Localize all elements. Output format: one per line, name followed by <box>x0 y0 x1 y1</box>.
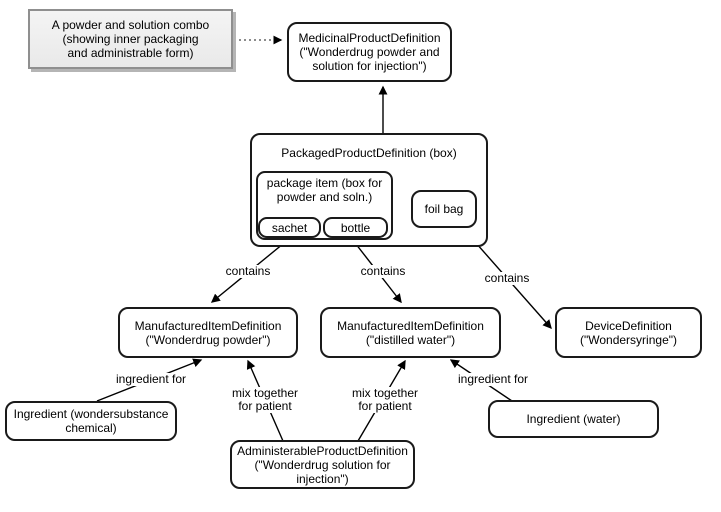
edge-label-mix-together-right: mix together for patient <box>349 386 421 413</box>
node-label: PackagedProductDefinition (box) <box>281 146 457 160</box>
node-device-definition: DeviceDefinition ("Wondersyringe") <box>555 307 702 358</box>
node-label: package item (box for powder and soln.) <box>266 176 383 204</box>
node-foil-bag: foil bag <box>411 190 477 228</box>
node-manufactured-item-powder: ManufacturedItemDefinition ("Wonderdrug … <box>118 307 298 358</box>
edge-label-ingredient-for-right: ingredient for <box>455 372 531 386</box>
node-administerable-product: AdministerableProductDefinition ("Wonder… <box>230 440 415 489</box>
edge-label-contains-bottle: contains <box>358 264 408 278</box>
edge-label-ingredient-for-left: ingredient for <box>113 372 189 386</box>
node-medicinal-product-definition: MedicinalProductDefinition ("Wonderdrug … <box>287 22 452 82</box>
node-sachet: sachet <box>258 217 321 238</box>
note-box: A powder and solution combo (showing inn… <box>28 9 233 69</box>
node-ingredient-chemical: Ingredient (wondersubstance chemical) <box>5 401 177 441</box>
node-label: ManufacturedItemDefinition ("distilled w… <box>337 318 484 347</box>
edge-label-contains-foil-bag: contains <box>482 271 532 285</box>
node-label: Ingredient (wondersubstance chemical) <box>13 407 169 435</box>
node-manufactured-item-water: ManufacturedItemDefinition ("distilled w… <box>320 307 501 358</box>
node-label: AdministerableProductDefinition ("Wonder… <box>237 443 408 486</box>
edge-label-mix-together-left: mix together for patient <box>229 386 301 413</box>
node-label: MedicinalProductDefinition ("Wonderdrug … <box>298 31 441 73</box>
node-ingredient-water: Ingredient (water) <box>488 400 659 438</box>
edge-label-contains-sachet: contains <box>223 264 273 278</box>
node-label: ManufacturedItemDefinition ("Wonderdrug … <box>134 318 282 347</box>
node-label: sachet <box>271 220 308 235</box>
node-label: Ingredient (water) <box>526 412 621 426</box>
note-text: A powder and solution combo (showing inn… <box>51 18 210 60</box>
node-label: DeviceDefinition ("Wondersyringe") <box>580 318 677 347</box>
node-bottle: bottle <box>323 217 388 238</box>
node-label: bottle <box>340 220 371 235</box>
node-label: foil bag <box>424 202 464 216</box>
